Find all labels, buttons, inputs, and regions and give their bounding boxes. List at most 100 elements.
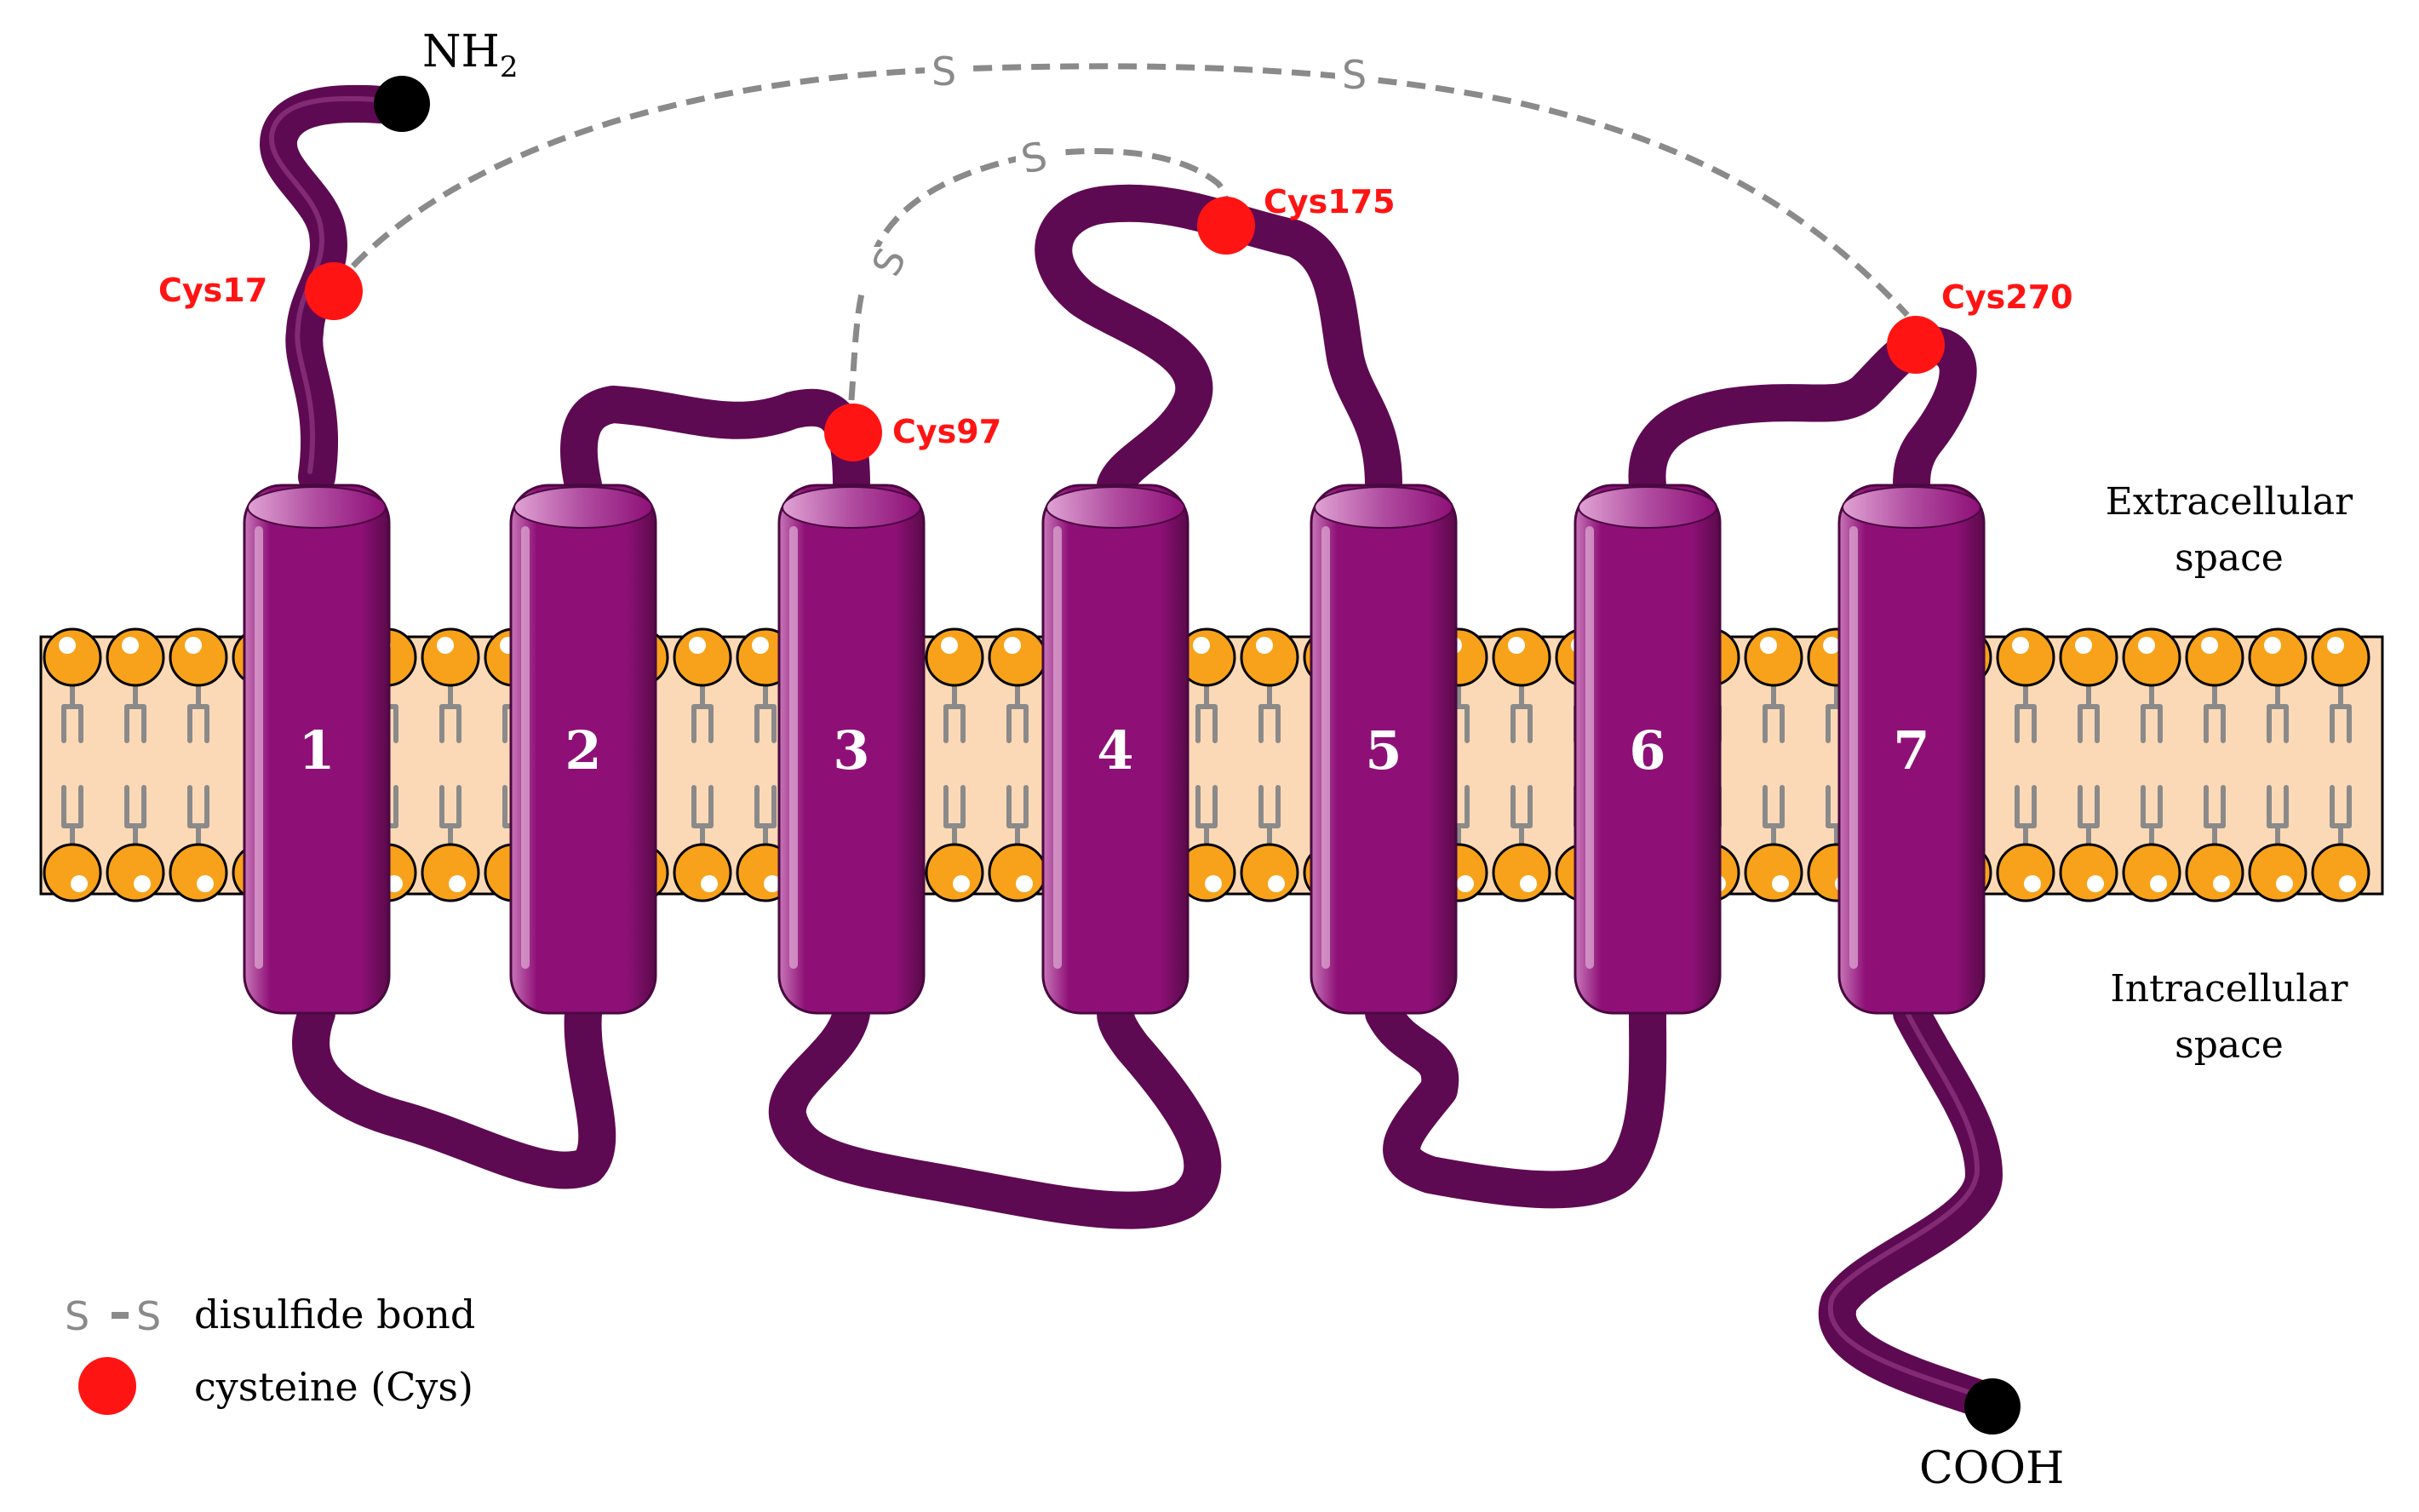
lipid-tail (754, 670, 777, 862)
lipid-head-outer (673, 627, 732, 687)
region-labels: Extracellular space Intracellular space (2106, 480, 2353, 1067)
lipid-head-inner (2059, 843, 2118, 902)
lipid-head-highlight (1760, 637, 1777, 654)
lipid-head-highlight (701, 875, 718, 892)
lipid-head-highlight (2339, 875, 2356, 892)
lipid-head-outer (2185, 627, 2244, 687)
legend: S S disulfide bond cysteine (Cys) (65, 1292, 475, 1415)
lipid-head-highlight (1016, 875, 1033, 892)
lipid-head-inner (421, 843, 480, 902)
helix-label-3: 3 (833, 719, 869, 782)
lipid-head-highlight (1205, 875, 1222, 892)
lipid-head-outer (1996, 627, 2055, 687)
helix-6: 6 (1573, 484, 1722, 1015)
lipid-tail (1826, 670, 1848, 862)
cys175-dot (1197, 197, 1255, 255)
lipid-head-outer (1744, 627, 1803, 687)
helix-5: 5 (1310, 484, 1458, 1015)
lipid-head-highlight (437, 637, 454, 654)
lipid-head-inner (925, 843, 984, 902)
lipid-head-outer (106, 627, 165, 687)
lipid-head-highlight (185, 637, 202, 654)
lipid-head-outer (421, 627, 480, 687)
lipid-tail (1258, 670, 1281, 862)
lipid-head-outer (2248, 627, 2307, 687)
helix-label-2: 2 (565, 719, 601, 782)
lipid-tail (943, 670, 966, 862)
lipid-head-inner (1240, 843, 1299, 902)
lipid-head-highlight (941, 637, 958, 654)
bond1-s-right: S (1342, 52, 1367, 98)
legend-bond-s-right: S (136, 1293, 161, 1339)
lipid-head-highlight (2276, 875, 2293, 892)
lipid-head-highlight (2012, 637, 2029, 654)
lipid-head-inner (2311, 843, 2370, 902)
lipid-head-highlight (1823, 637, 1840, 654)
lipid-head-highlight (1508, 637, 1525, 654)
helix-4: 4 (1041, 484, 1189, 1015)
lipid-head-highlight (2087, 875, 2104, 892)
legend-cys-dot (78, 1357, 136, 1415)
lipid-head-highlight (197, 875, 214, 892)
bond-s-letters: S S S S (860, 48, 1378, 295)
lipid-tail (691, 670, 714, 862)
lipid-head-outer (2122, 627, 2181, 687)
lipid-tail (1763, 670, 1785, 862)
disulfide-bond-17-270 (331, 63, 1910, 318)
lipid-head-highlight (134, 875, 151, 892)
cysteine-markers: Cys17 Cys97 Cys175 Cys270 (158, 183, 2073, 461)
helix-1: 1 (243, 484, 391, 1015)
lipid-head-outer (2059, 627, 2118, 687)
lipid-head-outer (1240, 627, 1299, 687)
disulfide-bonds (331, 63, 1910, 401)
helix-label-1: 1 (298, 719, 335, 782)
lipid-head-highlight (2213, 875, 2230, 892)
lipid-head-outer (1492, 627, 1551, 687)
lipid-head-highlight (2264, 637, 2281, 654)
lipid-head-highlight (1004, 637, 1021, 654)
lipid-head-highlight (1193, 637, 1210, 654)
cys17-label: Cys17 (158, 272, 267, 309)
helix-label-4: 4 (1097, 719, 1133, 782)
lipid-head-inner (1996, 843, 2055, 902)
lipid-head-highlight (1520, 875, 1537, 892)
lipid-head-highlight (2201, 637, 2218, 654)
lipid-head-highlight (2150, 875, 2167, 892)
disulfide-bond-97-175 (848, 147, 1230, 401)
lipid-head-highlight (71, 875, 88, 892)
lipid-head-inner (673, 843, 732, 902)
lipid-tail (439, 670, 461, 862)
legend-cys-text: cysteine (Cys) (194, 1364, 473, 1410)
lipid-tail (1195, 670, 1218, 862)
cys17-dot (305, 262, 363, 320)
lipid-head-inner (169, 843, 228, 902)
lipid-head-outer (169, 627, 228, 687)
lipid-tail (1510, 670, 1533, 862)
extracellular-label-line1: Extracellular (2106, 480, 2353, 524)
lipid-head-inner (106, 843, 165, 902)
lipid-head-highlight (2024, 875, 2041, 892)
n-terminus-label: NH2 (422, 26, 519, 84)
lipid-head-highlight (449, 875, 466, 892)
lipid-tail (2141, 670, 2163, 862)
lipid-head-inner (1492, 843, 1551, 902)
lipid-head-outer (43, 627, 102, 687)
lipid-head-inner (1744, 843, 1803, 902)
intracellular-label-line1: Intracellular (2110, 967, 2348, 1011)
lipid-tail (2204, 670, 2226, 862)
lipid-head-highlight (59, 637, 76, 654)
lipid-tail (2015, 670, 2037, 862)
bond1-s-left: S (931, 49, 956, 94)
cys270-label: Cys270 (1941, 278, 2073, 316)
lipid-tail (124, 670, 146, 862)
lipid-tail (61, 670, 83, 862)
lipid-head-inner (2122, 843, 2181, 902)
lipid-head-inner (988, 843, 1047, 902)
legend-bond-dash (112, 1312, 129, 1319)
cys97-dot (824, 404, 882, 461)
lipid-head-highlight (2138, 637, 2155, 654)
cys97-label: Cys97 (892, 413, 1001, 450)
lipid-head-highlight (953, 875, 970, 892)
legend-bond-text: disulfide bond (194, 1292, 475, 1337)
